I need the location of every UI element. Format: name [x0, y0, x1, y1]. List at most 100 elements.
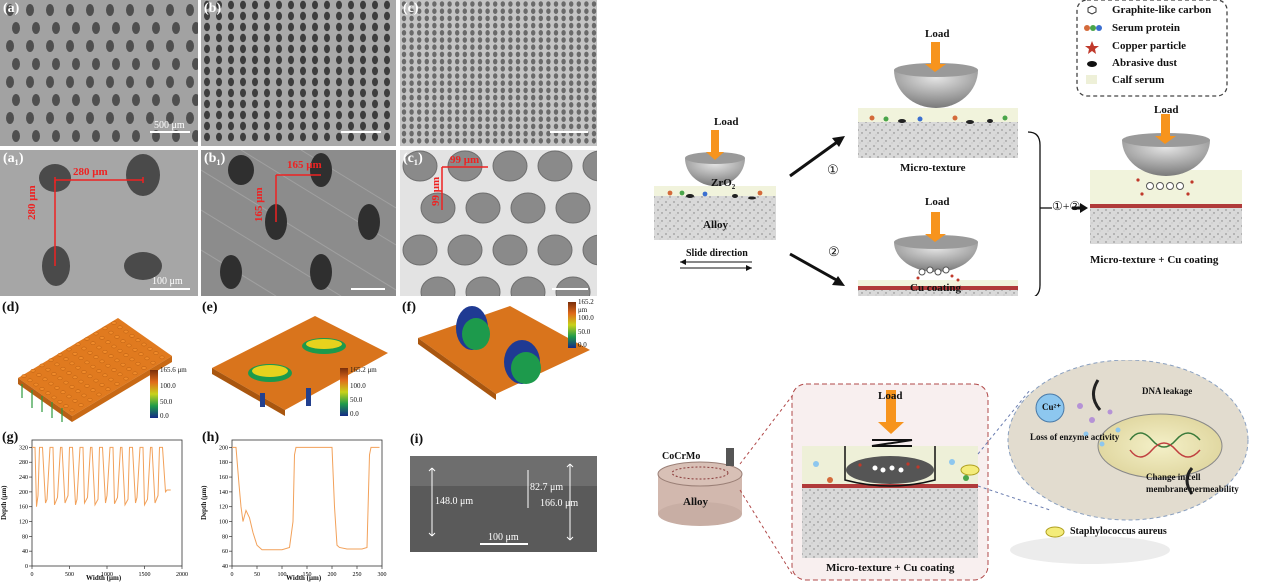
sem-pore [312, 44, 318, 54]
sem-pore [485, 15, 490, 22]
sem-pore [493, 123, 498, 130]
sem-pore [439, 73, 445, 79]
sem-pore [470, 109, 475, 115]
sem-pore [569, 123, 574, 130]
sem-pore [561, 44, 566, 50]
sem-pore [493, 1, 498, 7]
sem-pore [493, 87, 498, 94]
sem-pore [447, 73, 452, 79]
sem-pore [576, 66, 581, 72]
sem-pore [477, 44, 483, 50]
dna-leakage-label: DNA leakage [1142, 386, 1193, 396]
y-tick-label: 200 [19, 490, 28, 496]
sem-pore [402, 150, 438, 182]
sem-pore [439, 109, 445, 115]
sem-pore [515, 66, 521, 72]
sem-pore [584, 51, 589, 58]
sem-pore [401, 37, 407, 43]
sem-pore [146, 76, 154, 88]
sem-pore [582, 234, 597, 266]
sem-pore [508, 138, 513, 144]
sem-pore [523, 116, 528, 122]
sem-pore [252, 66, 258, 76]
sem-pore [508, 123, 513, 130]
cocrmo-label: CoCrMo [662, 451, 701, 462]
dim-b1-vertical: 165 μm [253, 187, 265, 222]
sem-pore [584, 116, 589, 122]
surface-bump [114, 335, 120, 339]
sem-pore [26, 112, 34, 124]
sem-pore [462, 94, 467, 101]
sem-pore [300, 44, 306, 54]
sem-pore [228, 88, 234, 98]
sem-pore [462, 22, 467, 29]
sem-pore [424, 80, 429, 86]
sem-pore [546, 37, 551, 43]
dim-b1-horizontal: 165 μm [287, 159, 322, 171]
sem-pore [477, 87, 483, 94]
sem-pore [576, 15, 581, 22]
surface-bump [90, 388, 96, 392]
sem-pore [432, 15, 437, 22]
sem-pore [462, 8, 467, 14]
sem-i-scalebar-label: 100 μm [488, 532, 519, 543]
sem-pore [591, 44, 597, 50]
sem-pore [447, 123, 452, 130]
sem-pore [264, 55, 270, 65]
sem-pore [439, 15, 445, 22]
sem-pore [531, 37, 536, 43]
sem-pore [360, 77, 366, 87]
sem-pore [424, 138, 429, 144]
sem-pore [409, 66, 414, 72]
sem-pore [72, 22, 80, 34]
sem-pore [500, 80, 505, 86]
sem-pore [288, 99, 294, 109]
sem-pore [417, 116, 422, 122]
sem-pore [591, 22, 597, 29]
sem-pore [447, 80, 452, 86]
sem-pore [561, 8, 566, 14]
sem-panel-a1: (a₁) 280 μm 280 μm 100 μm [0, 150, 198, 296]
sem-pore [569, 87, 574, 94]
surface-bump [141, 366, 147, 370]
sem-pore [228, 33, 234, 43]
sem-pore [508, 87, 513, 94]
sem-pore [538, 22, 543, 29]
surface-bump [93, 355, 99, 359]
sem-pore [276, 77, 282, 87]
sem-pore [591, 116, 597, 122]
sem-pore [46, 4, 54, 16]
load-label-2: Load [925, 28, 950, 40]
sem-pore [591, 87, 597, 94]
sem-pore [276, 44, 282, 54]
panel-label-a: (a) [3, 1, 20, 16]
sem-pore [561, 102, 566, 108]
sem-pore [372, 55, 378, 65]
sem-pore [523, 58, 528, 65]
load-label-3: Load [925, 196, 950, 208]
sem-pore [300, 121, 306, 131]
sem-pore [477, 30, 483, 36]
sem-pore [288, 132, 294, 142]
path-1-label: ① [827, 162, 839, 177]
sem-pore [409, 116, 414, 122]
sem-pore [569, 51, 574, 58]
sem-pore [591, 80, 597, 86]
sem-pore [372, 33, 378, 43]
sem-pore [462, 1, 467, 7]
sem-pore [561, 87, 566, 94]
surface-bump [33, 382, 39, 387]
sem-pore [424, 1, 429, 7]
x-tick-label: 2000 [176, 572, 188, 578]
sem-pore [432, 123, 437, 130]
surface-bump [153, 351, 159, 355]
sem-pore [204, 0, 210, 10]
surface-bump [111, 321, 117, 325]
sem-pore [584, 37, 589, 43]
sem-pore [492, 234, 528, 266]
sem-pore [531, 102, 536, 108]
surface-bump [126, 343, 132, 348]
sem-pore [470, 123, 475, 130]
surface-bump [63, 357, 69, 361]
scalebar-b [341, 131, 381, 133]
